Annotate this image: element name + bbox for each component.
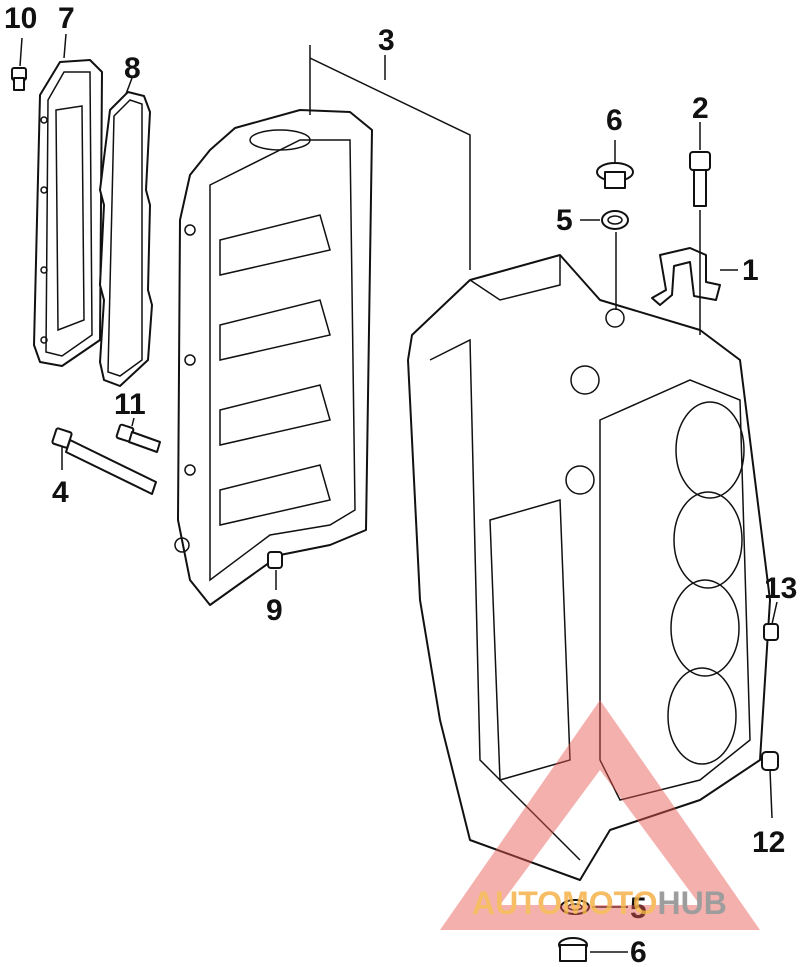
callout-11: 11: [114, 388, 146, 421]
watermark-text-automoto: AUTOMOTO: [472, 885, 657, 921]
callout-5-top: 5: [556, 204, 573, 237]
callout-6-bottom: 6: [630, 936, 647, 967]
callout-12: 12: [752, 826, 785, 859]
part-6-plug-bottom: [558, 937, 588, 962]
part-5-washer-top: [601, 210, 629, 230]
callout-1: 1: [742, 254, 759, 287]
part-4-bolt: [51, 427, 157, 495]
callout-2: 2: [692, 92, 709, 125]
watermark-text-hub: HUB: [657, 885, 726, 921]
callout-7: 7: [58, 2, 75, 35]
part-2-bolt: [689, 151, 711, 207]
callout-10: 10: [4, 2, 37, 35]
part-7-cover-plate: [33, 59, 103, 367]
part-5-washer-bottom: [560, 899, 590, 915]
callout-4: 4: [52, 476, 69, 509]
watermark: AUTOMOTOHUB: [440, 700, 760, 930]
part-6-plug-top: [596, 162, 634, 189]
callout-labels: 10 7 8 3 6 2 5 1 11 4 9 13 12 5 6: [4, 2, 797, 967]
part-13-pin: [763, 623, 779, 641]
part-10-bolt: [11, 67, 27, 91]
callout-3: 3: [378, 24, 395, 57]
part-1-bracket: [651, 247, 721, 306]
watermark-triangle-icon: [440, 700, 760, 930]
svg-text:AUTOMOTOHUB: AUTOMOTOHUB: [472, 885, 727, 921]
callout-8: 8: [124, 52, 141, 85]
part-12-plug: [761, 751, 779, 771]
leader-lines: [19, 33, 778, 953]
part-3-manifold: [174, 109, 373, 606]
part-8-gasket: [99, 91, 153, 387]
part-9-dowel-pin: [267, 551, 283, 569]
part-11-bolt: [115, 423, 161, 453]
cylinder-block: [407, 254, 771, 881]
callout-9: 9: [266, 594, 283, 627]
callout-13: 13: [764, 572, 797, 605]
callout-5-bottom: 5: [630, 892, 647, 925]
callout-6-top: 6: [606, 104, 623, 137]
